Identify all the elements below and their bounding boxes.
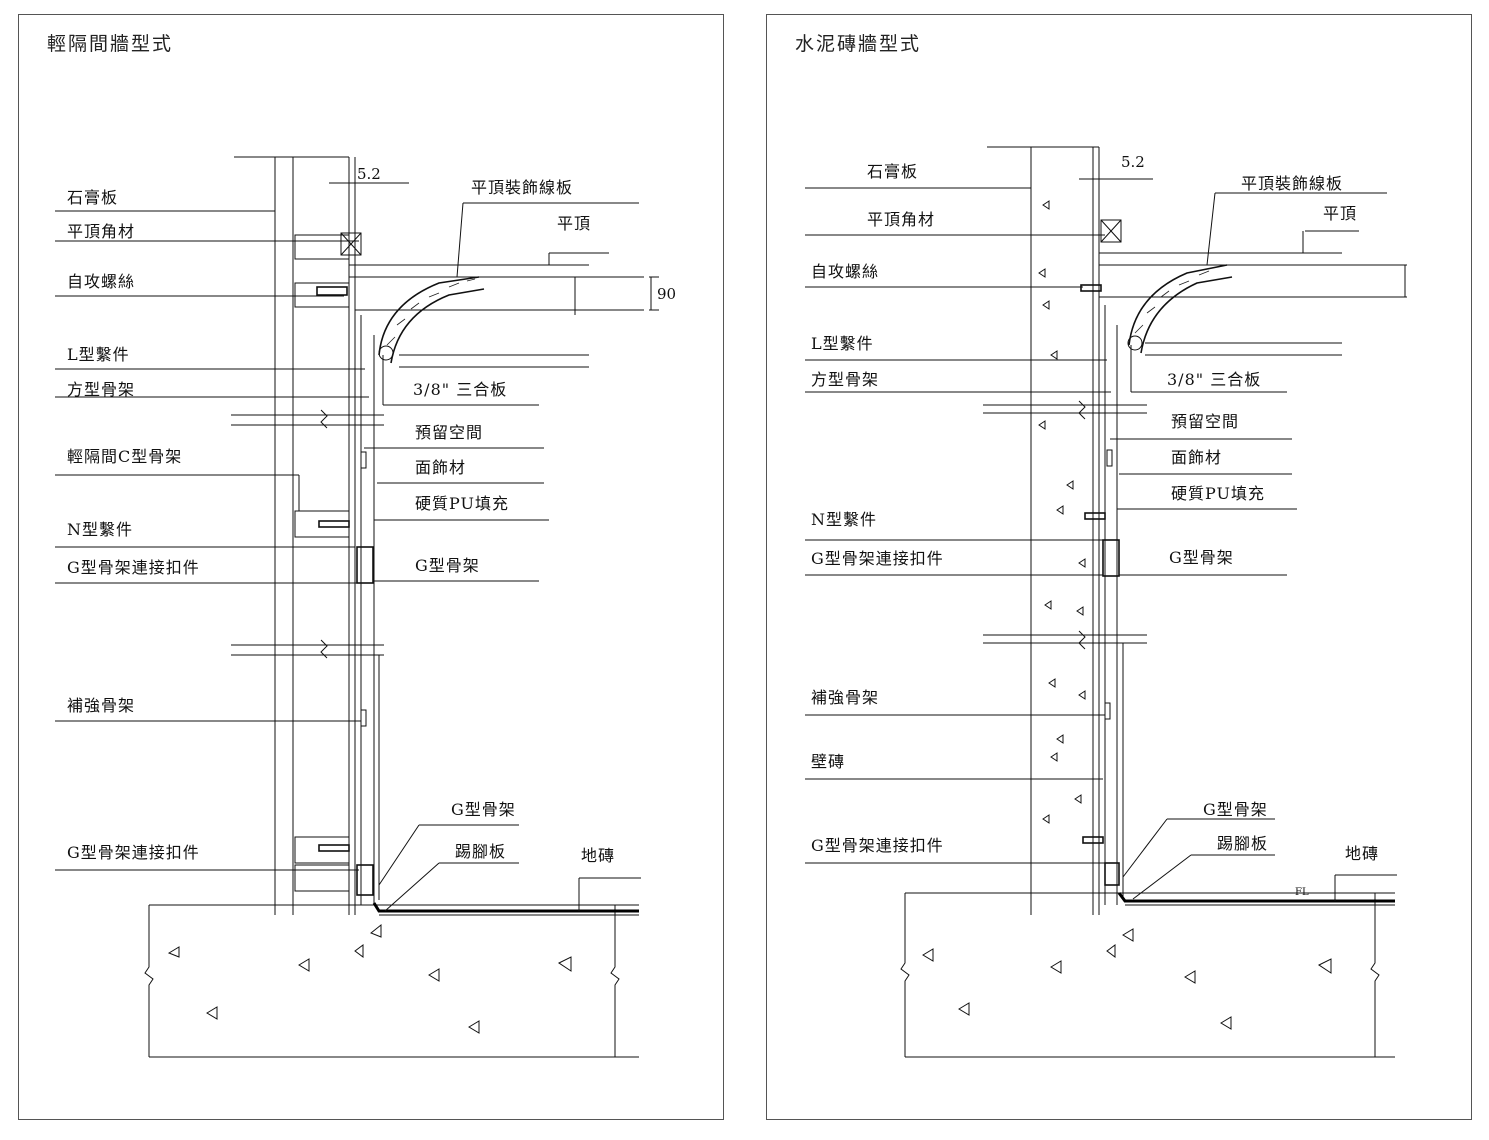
label-cornice: 平頂裝飾線板 [471,178,573,197]
label-ceiling: 平頂 [1323,204,1357,223]
label-l-fastener: L型繫件 [67,345,130,364]
dimension-gap: 5.2 [357,165,381,183]
panel-title: 水泥磚牆型式 [795,33,922,55]
label-reinforce: 補強骨架 [67,696,135,715]
label-pu-fill: 硬質PU填充 [415,494,509,513]
leader-lines [55,170,641,912]
floor-slab [900,892,1395,1058]
label-gypsum: 石膏板 [867,162,918,181]
label-screw: 自攻螺絲 [67,272,135,291]
label-l-fastener: L型繫件 [811,334,874,353]
label-reserved: 預留空間 [1171,412,1239,431]
label-gypsum: 石膏板 [67,188,118,207]
label-g-connector: G型骨架連接扣件 [67,558,200,577]
section-drawing: 石膏板 平頂角材 自攻螺絲 L型繫件 方型骨架 輕隔間C型骨架 N型繫件 G型骨… [55,156,676,1058]
label-ceiling: 平頂 [557,214,591,233]
label-finish: 面飾材 [1171,448,1222,467]
label-finish: 面飾材 [415,458,466,477]
label-reserved: 預留空間 [415,423,483,442]
floor-slab [144,902,639,1058]
label-plywood: 3/8" 三合板 [1167,370,1261,389]
label-g-frame: G型骨架 [415,556,480,575]
label-skirting: 踢腳板 [455,842,506,861]
label-g-frame-bottom: G型骨架 [451,800,516,819]
panel-title: 輕隔間牆型式 [47,33,174,55]
label-ceiling-angle: 平頂角材 [67,222,135,241]
label-floor-tile: 地磚 [1345,844,1379,863]
label-ceiling-angle: 平頂角材 [867,210,935,229]
label-skirting: 踢腳板 [1217,834,1268,853]
floor-level-mark: FL [1295,887,1309,898]
label-n-fastener: N型繫件 [67,520,133,539]
label-square-frame: 方型骨架 [67,380,135,399]
section-drawing: 石膏板 平頂角材 自攻螺絲 L型繫件 方型骨架 N型繫件 G型骨架連接扣件 補強… [805,146,1407,1058]
ceiling-structure [1099,231,1407,356]
ceiling-structure [349,264,659,368]
label-reinforce: 補強骨架 [811,688,879,707]
wall-structure [983,146,1147,915]
label-plywood: 3/8" 三合板 [413,380,507,399]
leader-lines [805,165,1397,901]
dimension-height: 90 [657,285,676,303]
label-g-frame-bottom: G型骨架 [1203,800,1268,819]
label-g-connector: G型骨架連接扣件 [811,549,944,568]
drawing-panel-light-partition: 輕隔間牆型式 [18,14,724,1120]
label-c-frame: 輕隔間C型骨架 [67,447,182,466]
label-n-fastener: N型繫件 [811,510,877,529]
drawing-panel-cement-brick: 水泥磚牆型式 [766,14,1472,1120]
label-floor-tile: 地磚 [581,846,615,865]
dimension-gap: 5.2 [1121,153,1145,171]
label-g-frame: G型骨架 [1169,548,1234,567]
label-square-frame: 方型骨架 [811,370,879,389]
wall-structure [231,156,384,915]
label-wall-tile: 壁磚 [811,752,845,771]
label-screw: 自攻螺絲 [811,262,879,281]
label-g-connector-bottom: G型骨架連接扣件 [811,836,944,855]
label-cornice: 平頂裝飾線板 [1241,174,1343,193]
label-pu-fill: 硬質PU填充 [1171,484,1265,503]
label-g-connector-bottom: G型骨架連接扣件 [67,843,200,862]
